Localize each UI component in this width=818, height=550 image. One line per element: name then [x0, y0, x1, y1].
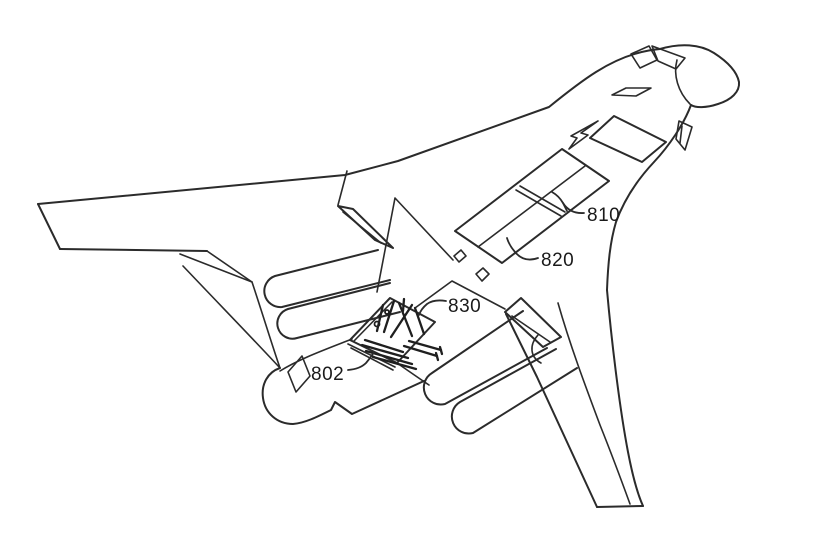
left-wing-leading-edge: [37, 48, 661, 205]
ref-label-830: 830: [448, 296, 481, 317]
right-intake-wedge: [504, 297, 562, 348]
nose-radome: [659, 44, 741, 109]
nose-details: [568, 45, 693, 151]
leading-edge-to-intake-line: [337, 170, 348, 206]
wedge-fairing-curve: [531, 334, 542, 364]
leader-810: [551, 191, 585, 214]
launch-tube-2: [407, 339, 443, 352]
launch-tube-1: [402, 344, 439, 358]
belly-vent-2: [475, 267, 490, 282]
glove-panel-dart: [376, 197, 454, 293]
right-engine-nacelles: [422, 297, 578, 435]
pivot-joint-1: [373, 320, 381, 328]
right-wing-tip-edge: [596, 505, 644, 508]
bay-door-frame-line-2: [350, 347, 394, 371]
left-wing-tip-edge: [37, 203, 61, 250]
leader-810-tick: [562, 202, 568, 212]
radome-base-line: [674, 59, 691, 105]
bay-door-cross-divider-a: [515, 189, 562, 217]
left-wing-trailing-edge: [59, 248, 208, 252]
nose-vane-inner-line: [679, 125, 683, 144]
tail-upper-line: [279, 338, 353, 372]
scissor-strut-2: [382, 299, 396, 334]
pivot-joint-2: [384, 309, 390, 315]
scissor-strut-5: [413, 306, 426, 336]
right-wing-trailing-edge: [505, 313, 598, 508]
right-intake-inner-line: [511, 315, 551, 343]
ref-label-802: 802: [311, 364, 344, 385]
ref-label-820: 820: [541, 250, 574, 271]
reference-leaders: [347, 191, 585, 371]
bay-door-cross-divider-b: [519, 185, 566, 213]
leader-830: [418, 299, 447, 316]
left-engine-nacelles: [263, 205, 401, 340]
wing-root-fairing-dart: [179, 250, 253, 283]
left-nacelle-2: [276, 282, 401, 340]
right-wing-leading-edge: [606, 289, 644, 507]
belly-vent-1: [453, 249, 467, 263]
aft-fuselage-boom-line: [557, 302, 631, 505]
cockpit-window-right: [651, 45, 686, 70]
fuselage-right-edge: [606, 104, 692, 291]
tube-end-cap-2: [438, 345, 444, 356]
bay-door-outline: [454, 148, 610, 264]
bay-surround-panel-lines: [414, 280, 506, 310]
nose-vane: [675, 120, 693, 151]
left-fuselage-fairing-line: [251, 281, 281, 369]
launch-rack-rail-2: [360, 343, 410, 360]
left-nacelle-1: [263, 249, 391, 309]
left-intake-wedge: [337, 205, 394, 249]
launch-rack-rail-1: [363, 338, 405, 354]
weapons-bay-doors: [453, 115, 667, 282]
right-nacelle-1: [422, 310, 548, 406]
scissor-strut-4: [389, 303, 414, 339]
ref-label-810: 810: [587, 205, 620, 226]
hanger-link: [401, 297, 406, 313]
tail-skid-fairing: [287, 355, 311, 393]
fuselage-arrow-marking: [568, 120, 599, 150]
reference-numerals: 810 820 830 802: [311, 205, 620, 385]
tube-end-cap-1: [434, 351, 440, 362]
antenna-slit: [611, 87, 652, 97]
airframe-outline: [37, 44, 741, 508]
tail-cone: [261, 367, 425, 425]
bay-side-frame-line: [353, 301, 393, 342]
leader-802: [347, 351, 375, 371]
left-intake-inner-line: [342, 211, 382, 244]
launch-rack-rail-4: [371, 355, 418, 371]
left-fuselage-fairing-line-2: [182, 265, 281, 369]
right-nacelle-2: [450, 348, 578, 435]
scissor-strut-3: [397, 301, 414, 338]
bay-door-center-divider: [477, 165, 586, 248]
forward-bay-panel: [589, 115, 667, 163]
leader-820: [506, 237, 539, 261]
